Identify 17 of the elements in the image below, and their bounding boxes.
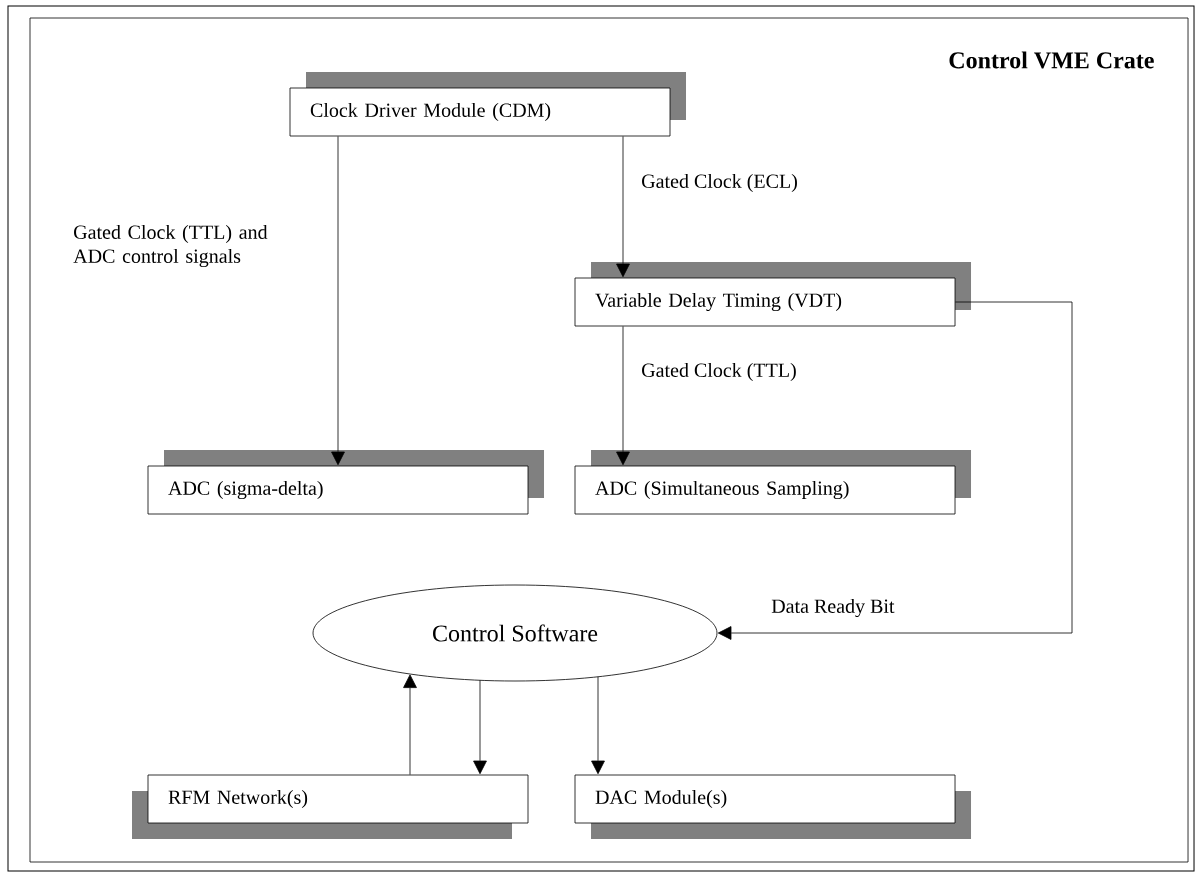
arrow bbox=[616, 326, 630, 466]
module-box: ADC (sigma-delta) bbox=[147, 450, 544, 515]
module-box: ADC (Simultaneous Sampling) bbox=[574, 450, 971, 515]
arrow bbox=[717, 301, 1073, 640]
edge-label: Data Ready Bit bbox=[771, 598, 895, 618]
edge-label: Gated Clock (ECL) bbox=[642, 173, 797, 193]
arrow bbox=[403, 674, 417, 775]
module-box: Variable Delay Timing (VDT) bbox=[574, 262, 971, 327]
module-box: RFM Network(s) bbox=[132, 774, 529, 839]
module-box: DAC Module(s) bbox=[574, 774, 971, 839]
edge-label: Gated Clock (TTL) and ADC control signals bbox=[73, 224, 268, 268]
arrow bbox=[473, 679, 487, 775]
arrow bbox=[616, 136, 630, 278]
arrow bbox=[331, 136, 345, 466]
edge-label: Gated Clock (TTL) bbox=[642, 362, 796, 382]
arrow bbox=[591, 676, 605, 775]
module-box: Clock Driver Module (CDM) bbox=[289, 72, 686, 137]
